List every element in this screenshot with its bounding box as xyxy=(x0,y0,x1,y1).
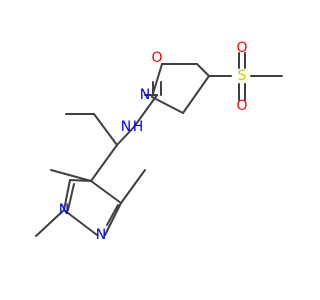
bond-pyrazole-2 xyxy=(63,179,71,211)
atom-pyrrolidine-n: N xyxy=(140,87,150,103)
bond-group xyxy=(35,52,283,237)
molecule-structure: O N N H S O O N N xyxy=(35,40,283,243)
bond-pyrazole-3 xyxy=(63,209,98,236)
atom-amide-h: H xyxy=(133,119,144,135)
atom-sulfonyl-o-bottom: O xyxy=(236,98,247,114)
atom-sulfonyl-o-top: O xyxy=(236,40,247,56)
atom-sulfonyl-s: S xyxy=(238,68,247,84)
atom-amide-o: O xyxy=(151,50,162,66)
atom-pyrazole-n1: N xyxy=(59,202,69,218)
atom-labels: O N N H S O O N N xyxy=(59,40,248,243)
bond-pyrazole-double-2 xyxy=(106,204,119,226)
bond-pyrazole-double-1 xyxy=(67,183,75,211)
bond-pyrazole-methyl-top xyxy=(50,169,92,182)
bond-pyrrolidine-3 xyxy=(196,63,210,77)
atom-pyrazole-n2: N xyxy=(96,227,106,243)
bond-pyrazole-5 xyxy=(90,180,122,204)
bond-ethyl-ch2-ch xyxy=(93,113,118,146)
atom-amide-n: N xyxy=(121,119,131,135)
bond-pyrrolidine-4 xyxy=(182,75,210,114)
bond-ch-nh xyxy=(116,126,135,146)
bond-nh-carbonyl xyxy=(133,94,158,128)
bond-pyrrolidine-1 xyxy=(151,63,163,98)
bond-pyrazole-methyl-n xyxy=(35,209,65,237)
bond-ch-pyrazole xyxy=(90,144,118,182)
bond-pyrrolidine-5 xyxy=(151,96,184,114)
bond-pyrazole-4 xyxy=(104,202,122,236)
bond-pyrazole-methyl-right xyxy=(120,169,146,204)
